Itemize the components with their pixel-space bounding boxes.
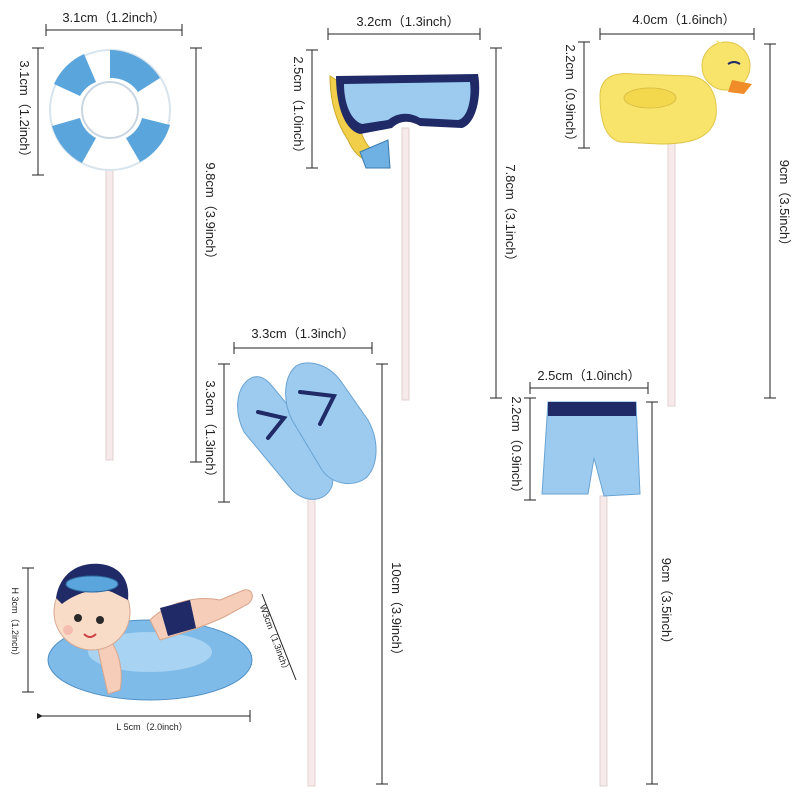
trunks-length-dimension: 9cm（3.5inch） xyxy=(646,401,674,785)
swimmer-length-label: L 5cm（2.0inch） xyxy=(116,722,187,732)
flipflops-height-dimension: 3.3cm（1.3inch） xyxy=(203,363,230,503)
swimmer-width-dimension: W3cm（1.3inch） xyxy=(258,593,297,681)
swimmer-height-label: H 3cm（1.2inch） xyxy=(10,587,20,660)
duck-width-dimension: 4.0cm（1.6inch） xyxy=(599,12,755,40)
flipflops-length-label: 10cm（3.9inch） xyxy=(389,562,404,662)
swimmer-width-label: W3cm（1.3inch） xyxy=(258,603,292,675)
lifebuoy-width-label: 3.1cm（1.2inch） xyxy=(62,10,165,25)
trunks-height-dimension: 2.2cm（0.9inch） xyxy=(509,396,536,501)
goggles-length-label: 7.8cm（3.1inch） xyxy=(503,164,518,267)
trunks-width-label: 2.5cm（1.0inch） xyxy=(537,368,640,383)
duck-height-dimension: 2.2cm（0.9inch） xyxy=(563,41,590,149)
duck-float xyxy=(599,73,717,145)
duck-length-label: 9cm（3.5inch） xyxy=(777,160,792,252)
trunks-stick xyxy=(599,495,608,787)
swimmer-length-dimension: L 5cm（2.0inch） xyxy=(37,710,251,732)
flipflop-left xyxy=(237,376,334,500)
lifebuoy-topper xyxy=(49,49,171,461)
goggles-height-label: 2.5cm（1.0inch） xyxy=(291,56,306,159)
trunks-height-label: 2.2cm（0.9inch） xyxy=(509,396,524,499)
trunks-shorts xyxy=(541,401,641,497)
duck-length-dimension: 9cm（3.5inch） xyxy=(764,43,792,399)
duck-width-label: 4.0cm（1.6inch） xyxy=(632,12,735,27)
flipflops-topper xyxy=(237,362,377,787)
flipflops-width-label: 3.3cm（1.3inch） xyxy=(251,326,354,341)
goggles-width-dimension: 3.2cm（1.3inch） xyxy=(327,14,481,40)
duck-height-label: 2.2cm（0.9inch） xyxy=(563,44,578,147)
lifebuoy-height-dimension: 3.1cm（1.2inch） xyxy=(17,47,44,176)
goggles-stick xyxy=(401,127,410,401)
flipflops-height-label: 3.3cm（1.3inch） xyxy=(203,380,218,483)
lifebuoy-length-label: 9.8cm（3.9inch） xyxy=(203,162,218,265)
lifebuoy-height-label: 3.1cm（1.2inch） xyxy=(17,60,32,163)
lifebuoy-width-dimension: 3.1cm（1.2inch） xyxy=(45,10,183,36)
lifebuoy-length-dimension: 9.8cm（3.9inch） xyxy=(190,47,218,463)
swimmer-figurine xyxy=(47,563,253,701)
swimmer-height-dimension: H 3cm（1.2inch） xyxy=(10,567,34,693)
flipflops-width-dimension: 3.3cm（1.3inch） xyxy=(233,326,373,354)
duck-topper xyxy=(599,40,752,407)
swimmer-trunks xyxy=(160,600,196,636)
trunks-length-label: 9cm（3.5inch） xyxy=(659,558,674,650)
duck-stick xyxy=(667,137,676,407)
trunks-topper xyxy=(541,401,641,787)
goggles-topper xyxy=(329,74,480,401)
lifebuoy-stick xyxy=(105,167,114,461)
trunks-width-dimension: 2.5cm（1.0inch） xyxy=(529,368,649,394)
flipflops-stick xyxy=(307,487,316,787)
goggles-width-label: 3.2cm（1.3inch） xyxy=(356,14,459,29)
goggles-height-dimension: 2.5cm（1.0inch） xyxy=(291,49,318,169)
goggles-length-dimension: 7.8cm（3.1inch） xyxy=(490,47,518,399)
flipflops-length-dimension: 10cm（3.9inch） xyxy=(376,363,404,785)
